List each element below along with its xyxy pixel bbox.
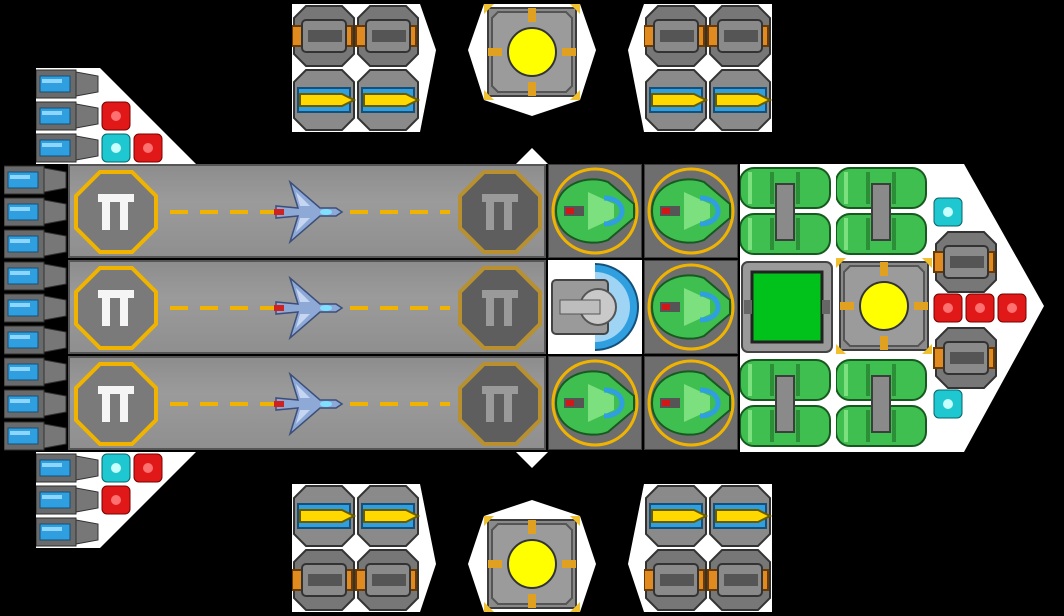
reactor-icon[interactable] xyxy=(484,4,580,100)
cannon-icon xyxy=(355,5,419,67)
cargo-container-icon[interactable] xyxy=(740,260,834,354)
fuel-tank-icon[interactable] xyxy=(836,356,930,450)
shield-generator-icon[interactable] xyxy=(548,356,642,450)
reactor-icon[interactable] xyxy=(836,258,932,354)
bottom-left-weapon-pod[interactable] xyxy=(292,484,420,612)
shield-generator-icon[interactable] xyxy=(644,356,738,450)
top-right-weapon-pod[interactable] xyxy=(644,4,772,132)
bottom-right-weapon-pod[interactable] xyxy=(644,484,772,612)
upper-wing-modules xyxy=(36,69,163,163)
top-left-weapon-pod[interactable] xyxy=(292,4,420,132)
hangar-bay-1[interactable] xyxy=(68,164,546,258)
missile-launcher-icon xyxy=(293,69,355,131)
thruster-icon xyxy=(3,165,67,451)
fuel-tank-icon[interactable] xyxy=(740,356,834,450)
fuel-tank-icon[interactable] xyxy=(740,164,834,258)
hangar-bay-2[interactable] xyxy=(68,260,546,354)
bridge-module-icon[interactable] xyxy=(548,260,642,354)
landing-pad-icon xyxy=(458,170,542,254)
reactor-icon[interactable] xyxy=(484,516,580,612)
fighter-ship-icon xyxy=(273,181,343,243)
left-thruster-column xyxy=(3,164,68,452)
missile-launcher-icon xyxy=(357,69,419,131)
cannon-icon xyxy=(292,5,355,67)
hangar-bay-3[interactable] xyxy=(68,356,546,450)
lower-wing-modules xyxy=(36,453,163,547)
shield-generator-icon[interactable] xyxy=(644,260,738,354)
nose-modules[interactable] xyxy=(930,194,1030,420)
landing-pad-icon xyxy=(74,170,158,254)
shield-generator-icon[interactable] xyxy=(548,164,642,258)
hangar-bay-graphic xyxy=(74,362,542,446)
hangar-bay-graphic xyxy=(74,266,542,350)
shield-generator-icon[interactable] xyxy=(644,164,738,258)
hangar-bay-graphic xyxy=(74,170,542,254)
fuel-tank-icon[interactable] xyxy=(836,164,930,258)
